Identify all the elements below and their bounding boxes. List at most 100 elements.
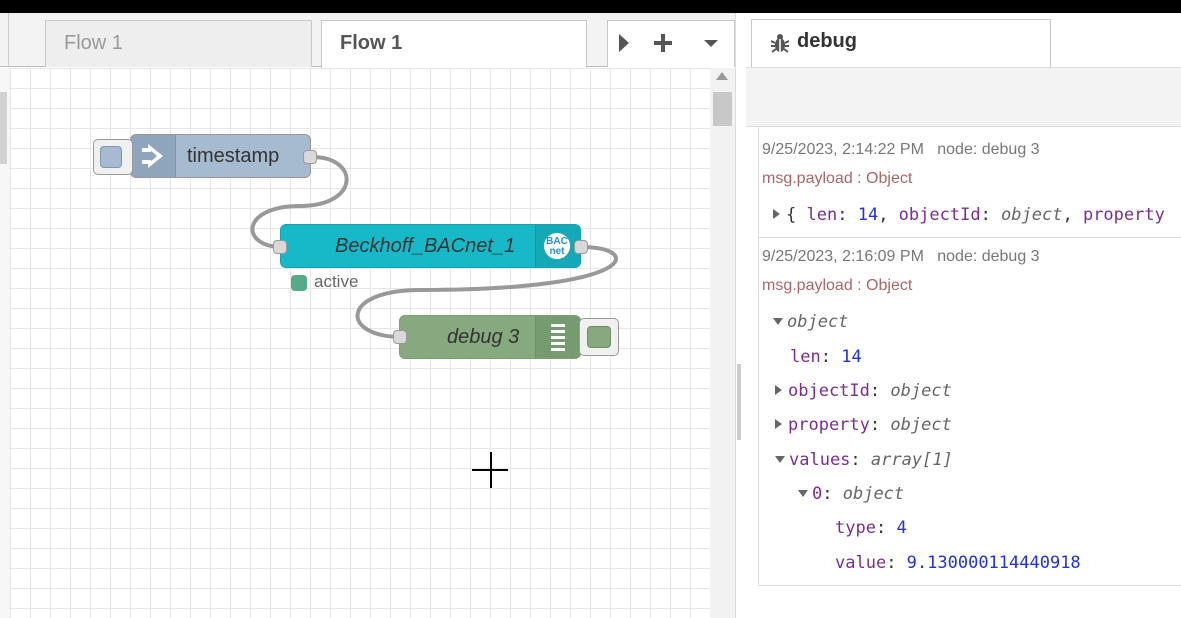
message-meta: 9/25/2023, 2:16:09 PM node: debug 3 (762, 248, 1040, 266)
inject-trigger-button[interactable] (93, 139, 133, 175)
row-key: values (789, 450, 851, 470)
brace: { (786, 205, 797, 225)
collapsed-object[interactable]: { len: 14, objectId: object, property (773, 205, 1165, 225)
row-key: 0 (812, 484, 823, 504)
debug-toggle-button[interactable] (579, 318, 619, 356)
caret-right-icon (619, 34, 629, 52)
scroll-up-arrow-icon[interactable] (716, 72, 728, 80)
tree-row-value[interactable]: value: 9.130000114440918 (835, 553, 1081, 573)
inject-arrow-icon (142, 144, 163, 168)
debug-node[interactable]: debug 3 (399, 315, 581, 359)
collapse-arrow-icon[interactable] (775, 456, 785, 463)
add-flow-button[interactable] (650, 21, 676, 65)
message-node: node: debug 3 (937, 248, 1040, 265)
window-top-bar (0, 0, 1181, 13)
bacnet-icon-text-1: BAC (546, 236, 568, 247)
tree-row-index-0[interactable]: 0: object (798, 484, 904, 504)
debug-toggle-square (587, 326, 611, 348)
message-timestamp: 9/25/2023, 2:14:22 PM (762, 141, 924, 158)
inject-icon-area (131, 135, 176, 177)
debug-input-port[interactable] (393, 330, 407, 344)
wire-timestamp-to-bacnet[interactable] (250, 155, 349, 249)
bacnet-icon-text-2: net (549, 246, 565, 257)
row-value: object (842, 484, 905, 504)
row-key: value (835, 553, 887, 573)
tree-root[interactable]: object (773, 312, 848, 332)
message-topic: msg.payload : Object (762, 170, 913, 187)
row-value: 4 (896, 518, 907, 538)
expand-arrow-icon[interactable] (773, 209, 780, 219)
message-meta: 9/25/2023, 2:14:22 PM node: debug 3 (762, 141, 1040, 159)
debug-message: 9/25/2023, 2:16:09 PM node: debug 3 msg.… (758, 238, 1181, 586)
bacnet-output-port[interactable] (574, 240, 588, 254)
canvas-scrollbar-thumb[interactable] (713, 92, 732, 126)
bacnet-icon-area: BAC net (535, 225, 580, 267)
wires-layer (250, 155, 618, 339)
tab-label: Flow 1 (64, 32, 123, 54)
flow-list-button[interactable] (698, 21, 724, 65)
row-value: object (890, 415, 952, 435)
tree-row-type[interactable]: type: 4 (835, 518, 907, 538)
row-value: 9.130000114440918 (906, 553, 1081, 573)
row-key: objectId (788, 381, 870, 401)
tab-debug[interactable]: debug (751, 19, 1051, 68)
list-icon (551, 324, 565, 351)
row-key: len (790, 347, 821, 367)
tree-row-objectid[interactable]: objectId: object (775, 381, 952, 401)
tree-row-len[interactable]: len: 14 (790, 347, 862, 367)
tab-flow-1-active[interactable]: Flow 1 (321, 20, 587, 68)
bacnet-input-port[interactable] (273, 240, 287, 254)
objectid-key: objectId (898, 205, 981, 225)
inject-node-label: timestamp (187, 145, 280, 167)
row-value: 14 (841, 347, 862, 367)
left-scrollbar-thumb[interactable] (0, 92, 7, 164)
tab-buttons (607, 20, 735, 67)
objectid-value: object (1001, 205, 1063, 225)
message-topic: msg.payload : Object (762, 277, 913, 294)
bug-icon (770, 34, 790, 53)
bacnet-node[interactable]: Beckhoff_BACnet_1 BAC net (280, 224, 581, 268)
message-node: node: debug 3 (937, 141, 1040, 158)
row-value: array[1] (870, 450, 953, 470)
tab-label: Flow 1 (340, 32, 403, 54)
debug-tab-label: debug (797, 30, 857, 52)
collapse-arrow-icon[interactable] (773, 318, 783, 325)
splitter-grip[interactable] (737, 364, 741, 440)
tree-row-property[interactable]: property: object (775, 415, 952, 435)
bacnet-icon: BAC net (543, 232, 571, 260)
bacnet-status-dot (291, 275, 307, 291)
tab-bar-edge (8, 13, 9, 67)
left-scrollbar[interactable] (0, 68, 10, 618)
debug-message-list: 9/25/2023, 2:14:22 PM node: debug 3 msg.… (746, 127, 1181, 618)
canvas-vertical-scrollbar[interactable] (710, 68, 735, 618)
row-value: object (890, 381, 952, 401)
bacnet-status-text: active (314, 272, 359, 291)
property-key: property (1082, 205, 1165, 225)
debug-message: 9/25/2023, 2:14:22 PM node: debug 3 msg.… (758, 127, 1181, 238)
debug-node-label: debug 3 (447, 326, 520, 348)
caret-down-icon (704, 40, 718, 47)
scroll-tabs-right-button[interactable] (612, 21, 636, 65)
message-timestamp: 9/25/2023, 2:16:09 PM (762, 248, 924, 265)
expand-arrow-icon[interactable] (775, 419, 782, 429)
wire-bacnet-to-debug[interactable] (355, 245, 618, 339)
crosshair-cursor-icon (472, 452, 508, 488)
flow-canvas[interactable]: timestamp Beckhoff_BACnet_1 BAC net acti… (10, 68, 710, 618)
inject-node[interactable]: timestamp (130, 134, 311, 178)
len-key: len (806, 205, 838, 225)
inject-trigger-square (100, 146, 122, 168)
row-key: type (835, 518, 876, 538)
tree-row-values[interactable]: values: array[1] (775, 450, 953, 470)
tab-flow-1-inactive[interactable]: Flow 1 (45, 20, 312, 67)
sidebar-splitter[interactable] (735, 13, 746, 618)
collapse-arrow-icon[interactable] (798, 490, 808, 497)
row-key: property (788, 415, 870, 435)
bacnet-node-label: Beckhoff_BACnet_1 (335, 235, 516, 257)
debug-icon-area (535, 316, 580, 358)
inject-output-port[interactable] (303, 150, 317, 164)
plus-icon (654, 34, 672, 52)
debug-toolbar (746, 67, 1181, 127)
expand-arrow-icon[interactable] (775, 385, 782, 395)
len-value: 14 (857, 205, 879, 225)
root-type: object (787, 312, 849, 332)
